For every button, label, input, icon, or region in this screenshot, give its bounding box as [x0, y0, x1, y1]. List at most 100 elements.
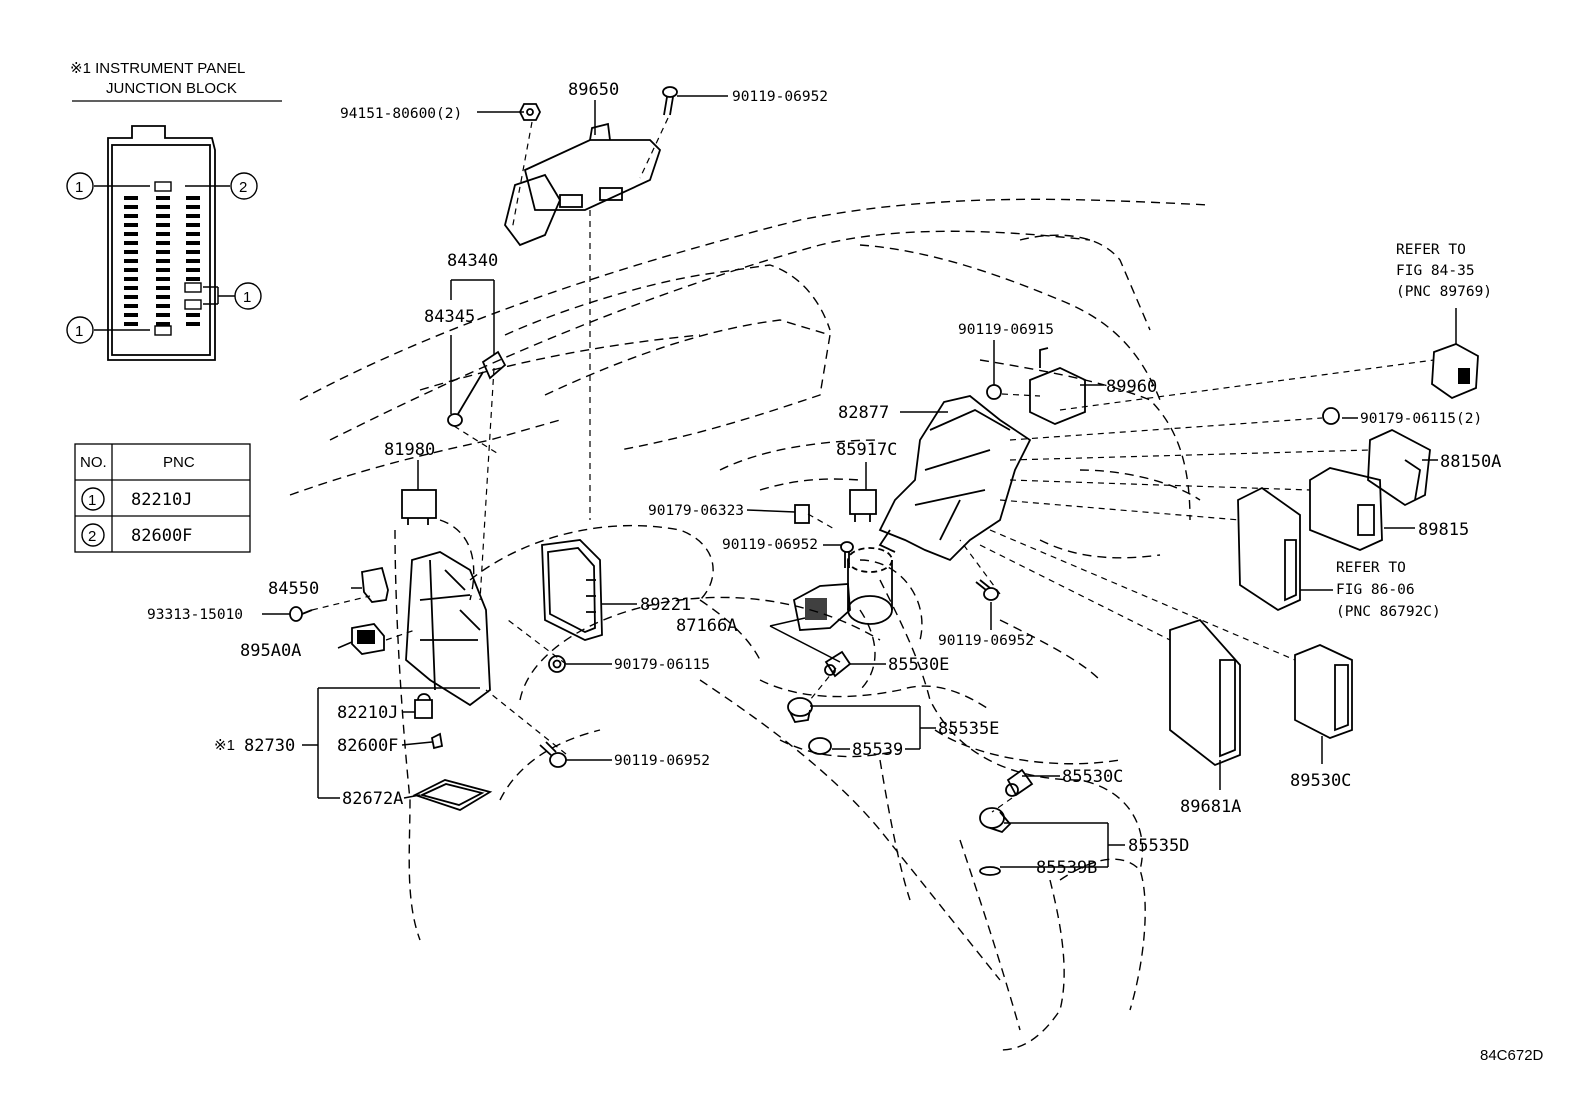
- fuse-slot: [156, 268, 170, 272]
- part-89681A-ecu: [1169, 618, 1241, 767]
- label-85535D: 85535D: [1128, 836, 1189, 856]
- label-82600F: 82600F: [337, 736, 398, 756]
- label-90179-06115-2: 90179-06115(2): [1360, 411, 1482, 427]
- fuse-slot: [156, 232, 170, 236]
- label-refer1-line1: REFER TO: [1396, 242, 1466, 258]
- junction-block-callout: 1: [203, 282, 262, 310]
- junction-block-fuse-slots: [124, 196, 200, 326]
- junction-block-relay-slot: [184, 299, 202, 310]
- label-85539B: 85539B: [1036, 858, 1097, 878]
- part-89650-module: [504, 122, 662, 247]
- junction-block-relay-slot: [184, 282, 202, 293]
- label-refer2-line1: REFER TO: [1336, 560, 1406, 576]
- part-82730-junction-block: [405, 551, 491, 707]
- label-refer1-line3: (PNC 89769): [1396, 284, 1492, 300]
- label-89815: 89815: [1418, 520, 1469, 540]
- part-82600F-fuse: [430, 732, 444, 750]
- fuse-slot: [156, 196, 170, 200]
- fuse-slot: [186, 250, 200, 254]
- label-89650: 89650: [568, 80, 619, 100]
- part-85530C-socket: [1005, 768, 1034, 797]
- fuse-slot: [186, 223, 200, 227]
- fuse-slot: [124, 223, 138, 227]
- label-85539: 85539: [852, 740, 903, 760]
- fuse-slot: [156, 205, 170, 209]
- label-82877: 82877: [838, 403, 889, 423]
- fuse-slot: [186, 259, 200, 263]
- junction-block-body: [107, 125, 216, 361]
- fuse-slot: [124, 196, 138, 200]
- pnc-table-row-pnc: 82600F: [131, 526, 192, 546]
- part-90119-bolt-bottom: [539, 741, 567, 768]
- label-85917C: 85917C: [836, 440, 897, 460]
- part-89815-module: [1309, 467, 1383, 551]
- pnc-table-row-no: 2: [88, 528, 96, 545]
- fuse-slot: [156, 223, 170, 227]
- label-90179-06323: 90179-06323: [648, 503, 744, 519]
- label-89681A: 89681A: [1180, 797, 1241, 817]
- junction-block-callout: 1: [66, 316, 150, 344]
- label-90119-06952-bottom: 90119-06952: [614, 753, 710, 769]
- fuse-slot: [124, 241, 138, 245]
- fuse-slot: [124, 214, 138, 218]
- fuse-slot: [186, 268, 200, 272]
- part-85535D-bulb: [979, 807, 1012, 834]
- label-89960: 89960: [1106, 377, 1157, 397]
- part-90179-clip: [794, 504, 810, 524]
- label-87166A: 87166A: [676, 616, 737, 636]
- figure-id: 84C672D: [1480, 1047, 1544, 1064]
- junction-block-callout-label: 2: [239, 179, 247, 196]
- fuse-slot: [186, 205, 200, 209]
- part-89960-module: [1029, 347, 1086, 425]
- junction-block-title-line1: ※1 INSTRUMENT PANEL: [70, 60, 245, 77]
- label-90119-06915: 90119-06915: [958, 322, 1054, 338]
- fuse-slot: [186, 196, 200, 200]
- part-88150A-module: [1367, 428, 1431, 507]
- label-84345: 84345: [424, 307, 475, 327]
- fuse-slot: [156, 322, 170, 326]
- junction-block-callout-label: 1: [243, 289, 251, 306]
- part-85535E-bulb: [787, 697, 813, 723]
- label-85530E: 85530E: [888, 655, 949, 675]
- junction-block-inset: ※1 INSTRUMENT PANEL JUNCTION BLOCK 1 2: [66, 60, 282, 361]
- label-82210J: 82210J: [337, 703, 398, 723]
- part-84550-switch: [361, 566, 389, 603]
- fuse-slot: [186, 313, 200, 317]
- part-90119-06915-bolt: [986, 384, 1002, 400]
- part-86792C-module: [1237, 486, 1301, 612]
- fuse-slot: [124, 295, 138, 299]
- label-84550: 84550: [268, 579, 319, 599]
- leader-lines: [262, 95, 1457, 868]
- part-93313-screw: [289, 606, 313, 622]
- fuse-slot: [156, 286, 170, 290]
- pnc-table-row-no: 1: [88, 492, 96, 509]
- fuse-slot: [124, 205, 138, 209]
- label-90119-06952-right: 90119-06952: [938, 633, 1034, 649]
- part-85539B-lens: [979, 866, 1001, 876]
- pnc-table: NO. PNC 1 82210J 2 82600F: [74, 443, 251, 553]
- junction-block-callout-label: 1: [75, 179, 83, 196]
- fuse-slot: [156, 295, 170, 299]
- part-82210J-relay: [414, 693, 433, 719]
- label-93313-15010: 93313-15010: [147, 607, 243, 623]
- label-90119-06952-top: 90119-06952: [732, 89, 828, 105]
- junction-block-title-line2: JUNCTION BLOCK: [106, 80, 237, 97]
- part-895A0A-module: [351, 623, 385, 655]
- assembly-dashed-lines: [311, 117, 1435, 813]
- junction-block-callout-label: 1: [75, 323, 83, 340]
- fuse-slot: [124, 250, 138, 254]
- part-89221-ecu: [541, 539, 603, 641]
- fuse-slot: [156, 259, 170, 263]
- part-89530C-module: [1294, 644, 1353, 739]
- label-82672A: 82672A: [342, 789, 403, 809]
- part-90119-bolt-mid: [840, 541, 854, 568]
- pnc-table-header-pnc: PNC: [163, 454, 195, 471]
- label-84340: 84340: [447, 251, 498, 271]
- label-81980: 81980: [384, 440, 435, 460]
- fuse-slot: [156, 277, 170, 281]
- part-89769-module: [1431, 343, 1479, 400]
- fuse-slot: [186, 241, 200, 245]
- label-refer2-line3: (PNC 86792C): [1336, 604, 1441, 620]
- pnc-table-header-no: NO.: [80, 454, 107, 471]
- fuse-slot: [186, 232, 200, 236]
